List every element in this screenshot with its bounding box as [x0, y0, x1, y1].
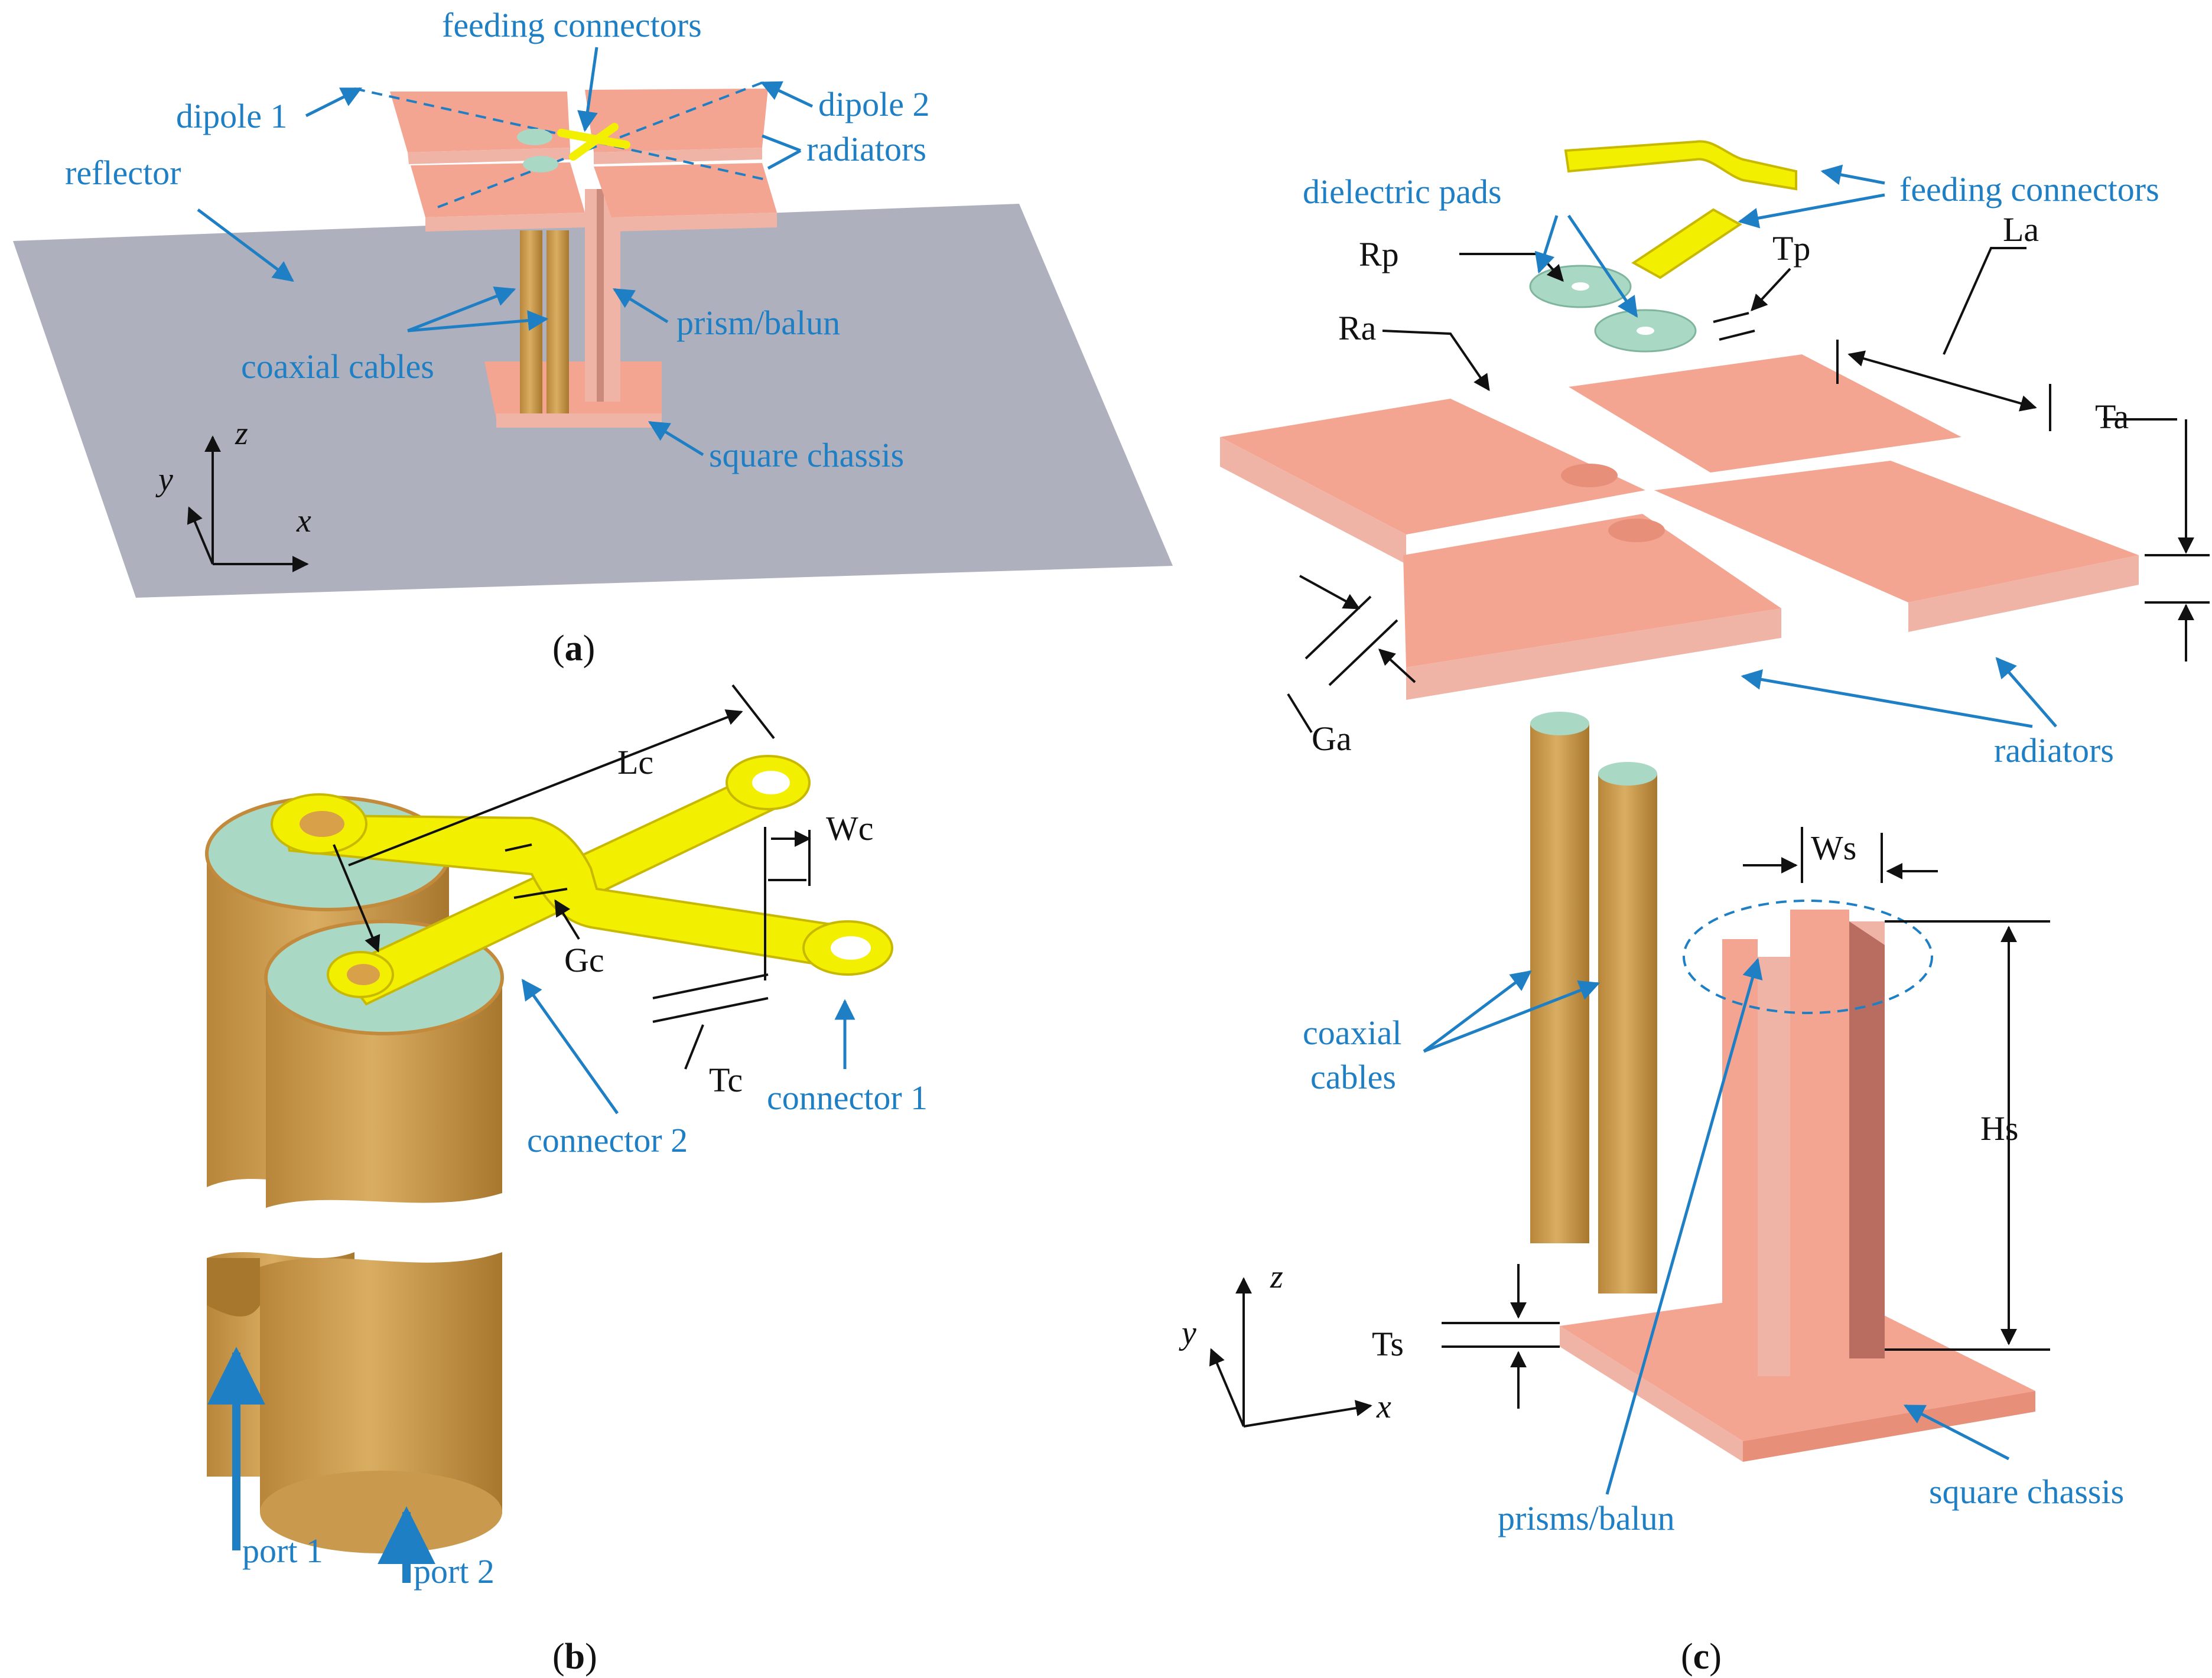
label-square-chassis-a: square chassis — [709, 436, 904, 474]
connector-a — [557, 123, 630, 161]
label-reflector: reflector — [65, 154, 181, 192]
label-coaxial-cables-a: coaxial cables — [241, 347, 434, 386]
chassis-a-side — [496, 413, 662, 428]
connector-2-hole-far — [752, 771, 790, 794]
balun-a-dark — [597, 189, 604, 402]
prisms-balun-c — [1722, 910, 1885, 1376]
label-feeding-connectors-a: feeding connectors — [442, 6, 702, 44]
dim-La: La — [2003, 210, 2039, 249]
chassis-a — [484, 361, 662, 419]
dim-Ws: Ws — [1811, 829, 1856, 867]
dim-Lc: Lc — [617, 743, 653, 781]
pad-a-1 — [517, 129, 552, 145]
panel-a: feeding connectors dipole 1 dipole 2 rad… — [13, 6, 1173, 669]
caption-c: (c) — [1681, 1637, 1722, 1677]
feeding-connector-c-2 — [1631, 208, 1742, 279]
label-prism-balun-a: prism/balun — [676, 304, 840, 342]
axis-z-c: z — [1270, 1259, 1283, 1295]
axis-y-a: y — [155, 461, 173, 498]
label-dielectric-pads: dielectric pads — [1303, 172, 1502, 211]
label-cables: cables — [1310, 1058, 1396, 1096]
label-dipole2: dipole 2 — [818, 85, 929, 123]
caption-b: (b) — [552, 1637, 597, 1677]
connector-1-hole-far — [831, 936, 871, 960]
dim-Tp: Tp — [1772, 229, 1810, 268]
dipole2-line — [431, 82, 763, 211]
balun-highlight-circle — [1683, 900, 1933, 1014]
dim-Wc: Wc — [826, 809, 874, 848]
dim-Hs: Hs — [1980, 1109, 2018, 1148]
chassis-c — [1560, 1288, 2035, 1441]
label-square-chassis-c: square chassis — [1929, 1472, 2124, 1511]
coax-b-2 — [260, 920, 504, 1553]
caption-a: (a) — [552, 628, 595, 669]
axis-y-c: y — [1179, 1315, 1196, 1351]
label-radiators-a: radiators — [806, 130, 926, 168]
label-feeding-connectors-c: feeding connectors — [1899, 170, 2159, 208]
connector-1-hole-near — [300, 811, 344, 837]
dim-Gc: Gc — [564, 941, 604, 979]
axis-z-a: z — [235, 415, 248, 452]
dim-Ts: Ts — [1372, 1325, 1404, 1363]
label-connector1: connector 1 — [767, 1079, 928, 1117]
panel-c: Rp Tp La Ra Ta Ga radiators Ws Hs Ts die… — [1179, 140, 2210, 1677]
radiators-c — [1220, 354, 2139, 700]
pad-a-2 — [523, 156, 558, 172]
label-radiators-c: radiators — [1994, 731, 2114, 770]
label-prisms-balun-c: prisms/balun — [1498, 1499, 1675, 1537]
connector-2-hole-near — [347, 964, 380, 985]
axes-a: z x y — [155, 415, 311, 572]
label-connector2: connector 2 — [527, 1121, 688, 1159]
dim-Ga: Ga — [1312, 719, 1352, 758]
dim-Tc: Tc — [709, 1061, 743, 1099]
dim-Ra: Ra — [1338, 309, 1376, 347]
coax-a-2 — [547, 230, 569, 413]
label-dipole1: dipole 1 — [176, 97, 287, 135]
dim-Rp: Rp — [1359, 235, 1399, 273]
dim-Ta: Ta — [2095, 397, 2129, 436]
label-port2: port 2 — [414, 1552, 495, 1591]
axis-x-c: x — [1376, 1389, 1391, 1425]
axes-c: z x y — [1179, 1259, 1391, 1428]
label-coaxial: coaxial — [1303, 1014, 1401, 1052]
panel-b: Lc Wc Gc Tc connector 1 connector 2 port… — [205, 684, 928, 1677]
label-port1: port 1 — [242, 1532, 323, 1570]
feeding-connector-c-1 — [1564, 140, 1797, 191]
axis-x-a: x — [296, 503, 311, 539]
radiators-a — [390, 89, 777, 232]
